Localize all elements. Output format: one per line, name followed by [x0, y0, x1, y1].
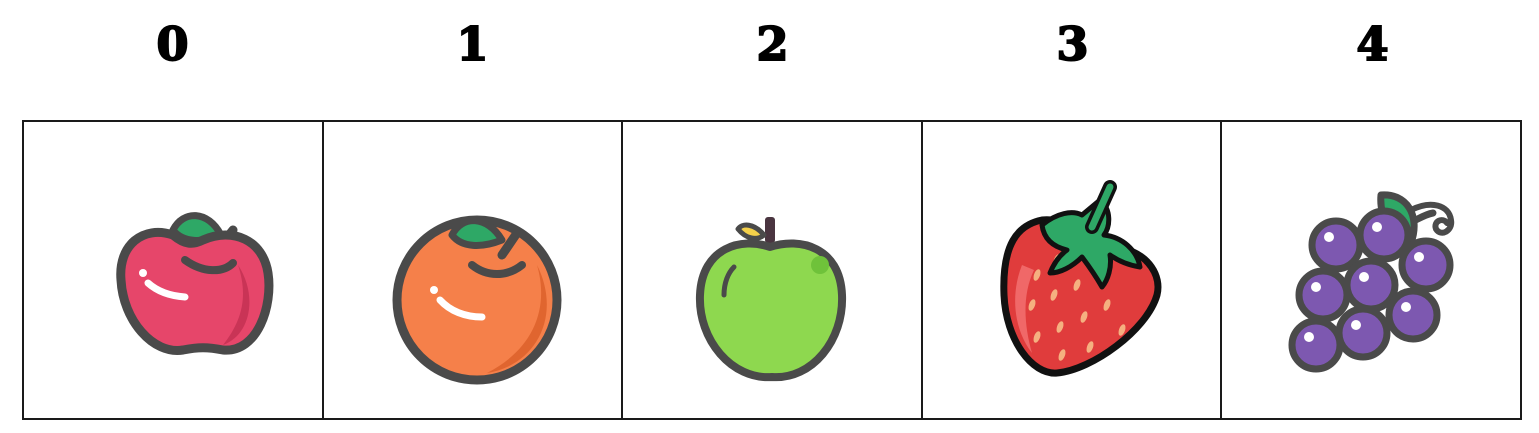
index-label-4: 4: [1355, 16, 1390, 72]
index-label-3: 3: [1055, 16, 1090, 72]
index-label-2: 2: [755, 16, 790, 72]
orange-icon: [392, 215, 562, 385]
strawberry-icon: [999, 180, 1162, 377]
fruit-grid: [22, 120, 1522, 420]
grapes-icon: [1288, 191, 1455, 373]
green-apple-icon: [695, 217, 846, 382]
fruit-cell-1[interactable]: [323, 122, 624, 418]
red-apple-icon: [116, 212, 274, 355]
index-label-0: 0: [155, 16, 190, 72]
index-label-1: 1: [455, 16, 490, 72]
fruit-cell-0[interactable]: [24, 122, 324, 418]
index-row: 0 1 2 3 4: [23, 14, 1523, 74]
fruit-cell-2[interactable]: [623, 122, 923, 418]
fruit-cell-3[interactable]: [922, 122, 1223, 418]
fruit-cell-4[interactable]: [1222, 122, 1520, 418]
